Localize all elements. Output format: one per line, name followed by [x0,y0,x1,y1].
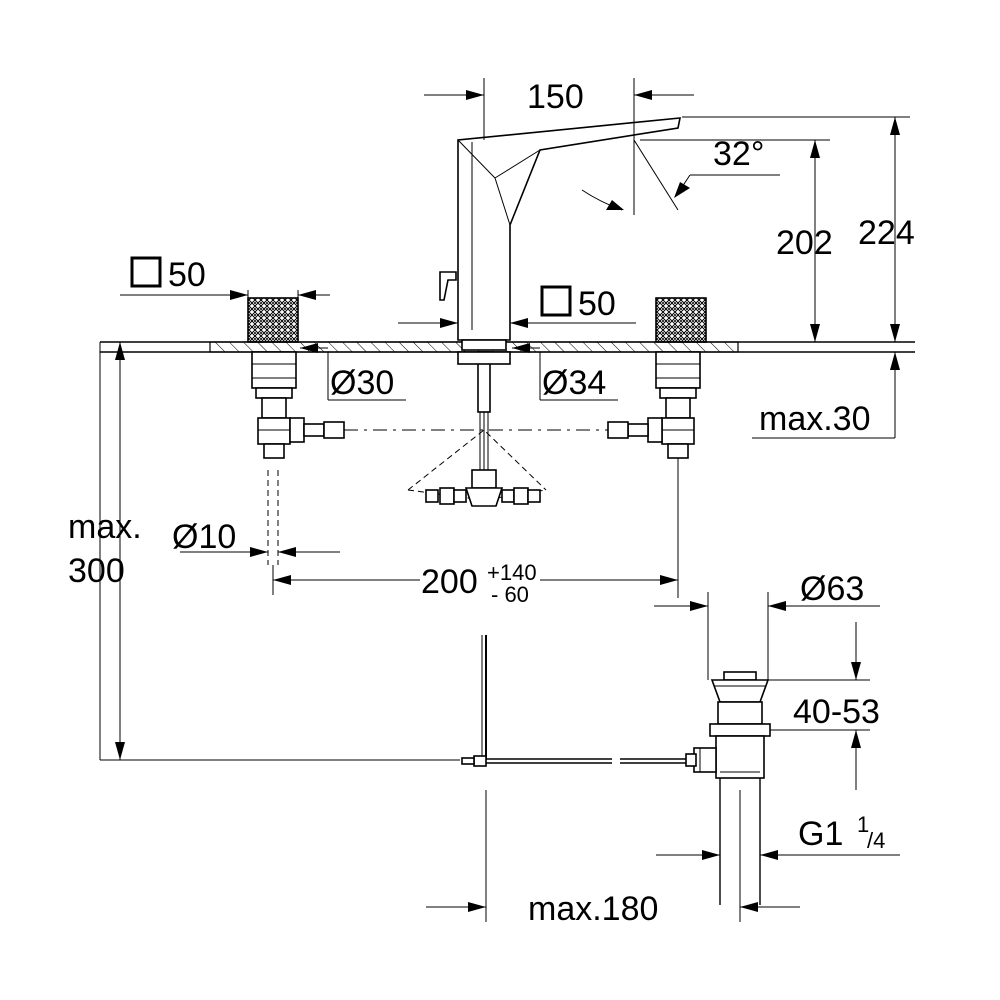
dim-reach [424,78,694,215]
dim-thread-den: /4 [867,828,885,853]
dim-hole-spout-label: Ø34 [542,364,606,402]
dim-angle-label: 32° [713,135,764,173]
dim-spout-base-width [398,285,636,328]
spout-shank [457,351,511,470]
dim-pipe-diameter [180,547,340,557]
dim-waste-height [768,622,870,790]
dim-thread [656,850,900,860]
dim-center-tol-plus: +140 [487,560,537,585]
dim-max-rod [426,790,800,922]
dim-max-depth [99,342,460,761]
dim-hole-handle-label: Ø30 [330,364,394,402]
dim-spout-height [640,139,830,342]
dim-overall-height [682,116,910,342]
dim-center-distance [272,458,679,598]
dim-thread-num: 1 [857,812,869,837]
dim-hole-handle [300,343,406,401]
dim-angle [581,139,780,211]
dim-thread-main: G1 [798,815,843,853]
dim-waste-diameter-label: Ø63 [800,570,864,608]
dim-spout-height-label: 202 [776,224,833,262]
spout [439,117,681,351]
dim-max-depth-label-1: max. [68,508,142,546]
dim-deck-thickness [752,352,900,439]
dim-pipe-diameter-label: Ø10 [172,518,236,556]
dim-max-rod-label: max.180 [528,890,658,928]
dim-max-depth-label-2: 300 [68,552,125,590]
dim-center-tol-minus: - 60 [491,582,529,607]
dim-deck-thickness-label: max.30 [759,400,871,438]
dim-center-distance-label: 200 [421,563,478,601]
dim-left-handle-width [120,256,330,300]
dim-spout-base-label: 50 [578,285,616,323]
dim-waste-height-label: 40-53 [793,693,880,731]
dim-hole-spout [512,343,618,401]
mixing-t-piece [407,429,547,507]
dim-left-handle-label: 50 [168,256,206,294]
right-handle [607,297,707,459]
dim-waste-diameter [654,592,880,680]
dim-overall-height-label: 224 [858,214,915,252]
left-supply-pipe [267,470,279,565]
deck-plate [100,341,915,353]
left-handle [247,297,345,459]
popup-waste [685,671,771,905]
dim-reach-label: 150 [527,78,584,116]
popup-rod [461,635,686,767]
